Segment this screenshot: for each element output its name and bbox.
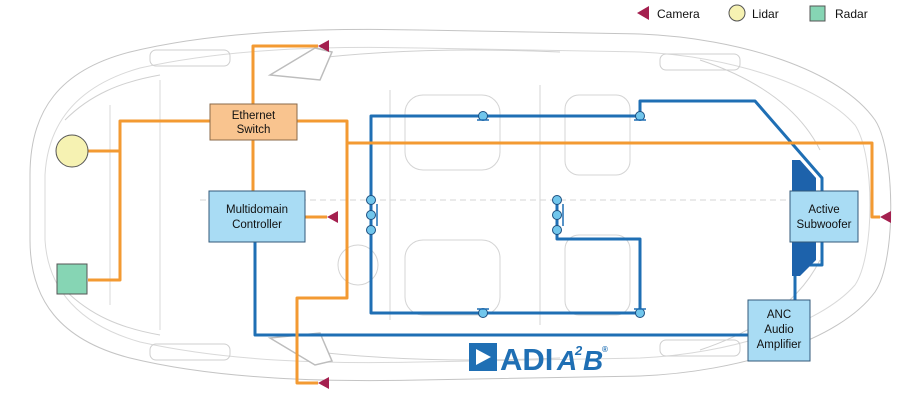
legend-radar-icon [809,5,826,22]
anc-amplifier-label-3: Amplifier [757,339,802,351]
mic-node [635,111,645,121]
active-subwoofer-label-2: Subwoofer [797,219,852,231]
mic-node [478,111,488,121]
mic-node [366,225,376,235]
multidomain-controller-label-1: Multidomain [226,204,288,216]
ethernet-lines [88,44,880,385]
camera-icon-rear [880,211,891,223]
adi-logo-triangle [476,349,491,365]
a2b-text-sup: 2 [574,343,583,358]
radar-sensor-icon [56,263,88,295]
camera-icon-top-mirror [318,40,329,52]
mic-node [552,195,562,205]
speaker-lower [792,232,816,276]
multidomain-controller-label-2: Controller [232,219,282,231]
registered-mark: ® [602,345,608,354]
a2b-bus-lines [253,99,824,337]
adi-brand-text: ADI [500,342,553,377]
ethernet-switch-label-2: Switch [237,124,271,136]
legend-lidar-icon [728,4,746,22]
adi-a2b-logo: ADI A 2 B ® [469,342,608,377]
camera-icon-front [327,211,338,223]
anc-amplifier-label-1: ANC [767,309,791,321]
mic-node [478,308,488,318]
legend: Camera Lidar Radar [637,4,868,22]
multidomain-controller-box: Multidomain Controller [208,190,306,243]
ethernet-switch-box: Ethernet Switch [209,103,298,141]
legend-radar-label: Radar [835,7,868,21]
a2b-text-a: A [556,345,577,376]
mic-node [552,210,562,220]
active-subwoofer-box: Active Subwoofer [789,190,859,243]
legend-lidar-label: Lidar [752,7,779,21]
left-mirror [267,47,334,81]
a2b-nodes [366,111,645,318]
legend-camera-label: Camera [657,7,700,21]
active-subwoofer-label-1: Active [808,204,839,216]
legend-camera-icon [637,6,649,20]
anc-amplifier-box: ANC Audio Amplifier [747,299,811,362]
camera-icon-bottom-mirror [318,377,329,389]
lidar-sensor-icon [55,134,89,168]
ethernet-switch-label-1: Ethernet [232,110,276,122]
mic-node [366,210,376,220]
anc-amplifier-label-2: Audio [764,324,793,336]
a2b-text-b: B [583,345,603,376]
mic-node [552,225,562,235]
mic-node [635,308,645,318]
node-tick-marks [376,119,646,310]
mic-node [366,195,376,205]
